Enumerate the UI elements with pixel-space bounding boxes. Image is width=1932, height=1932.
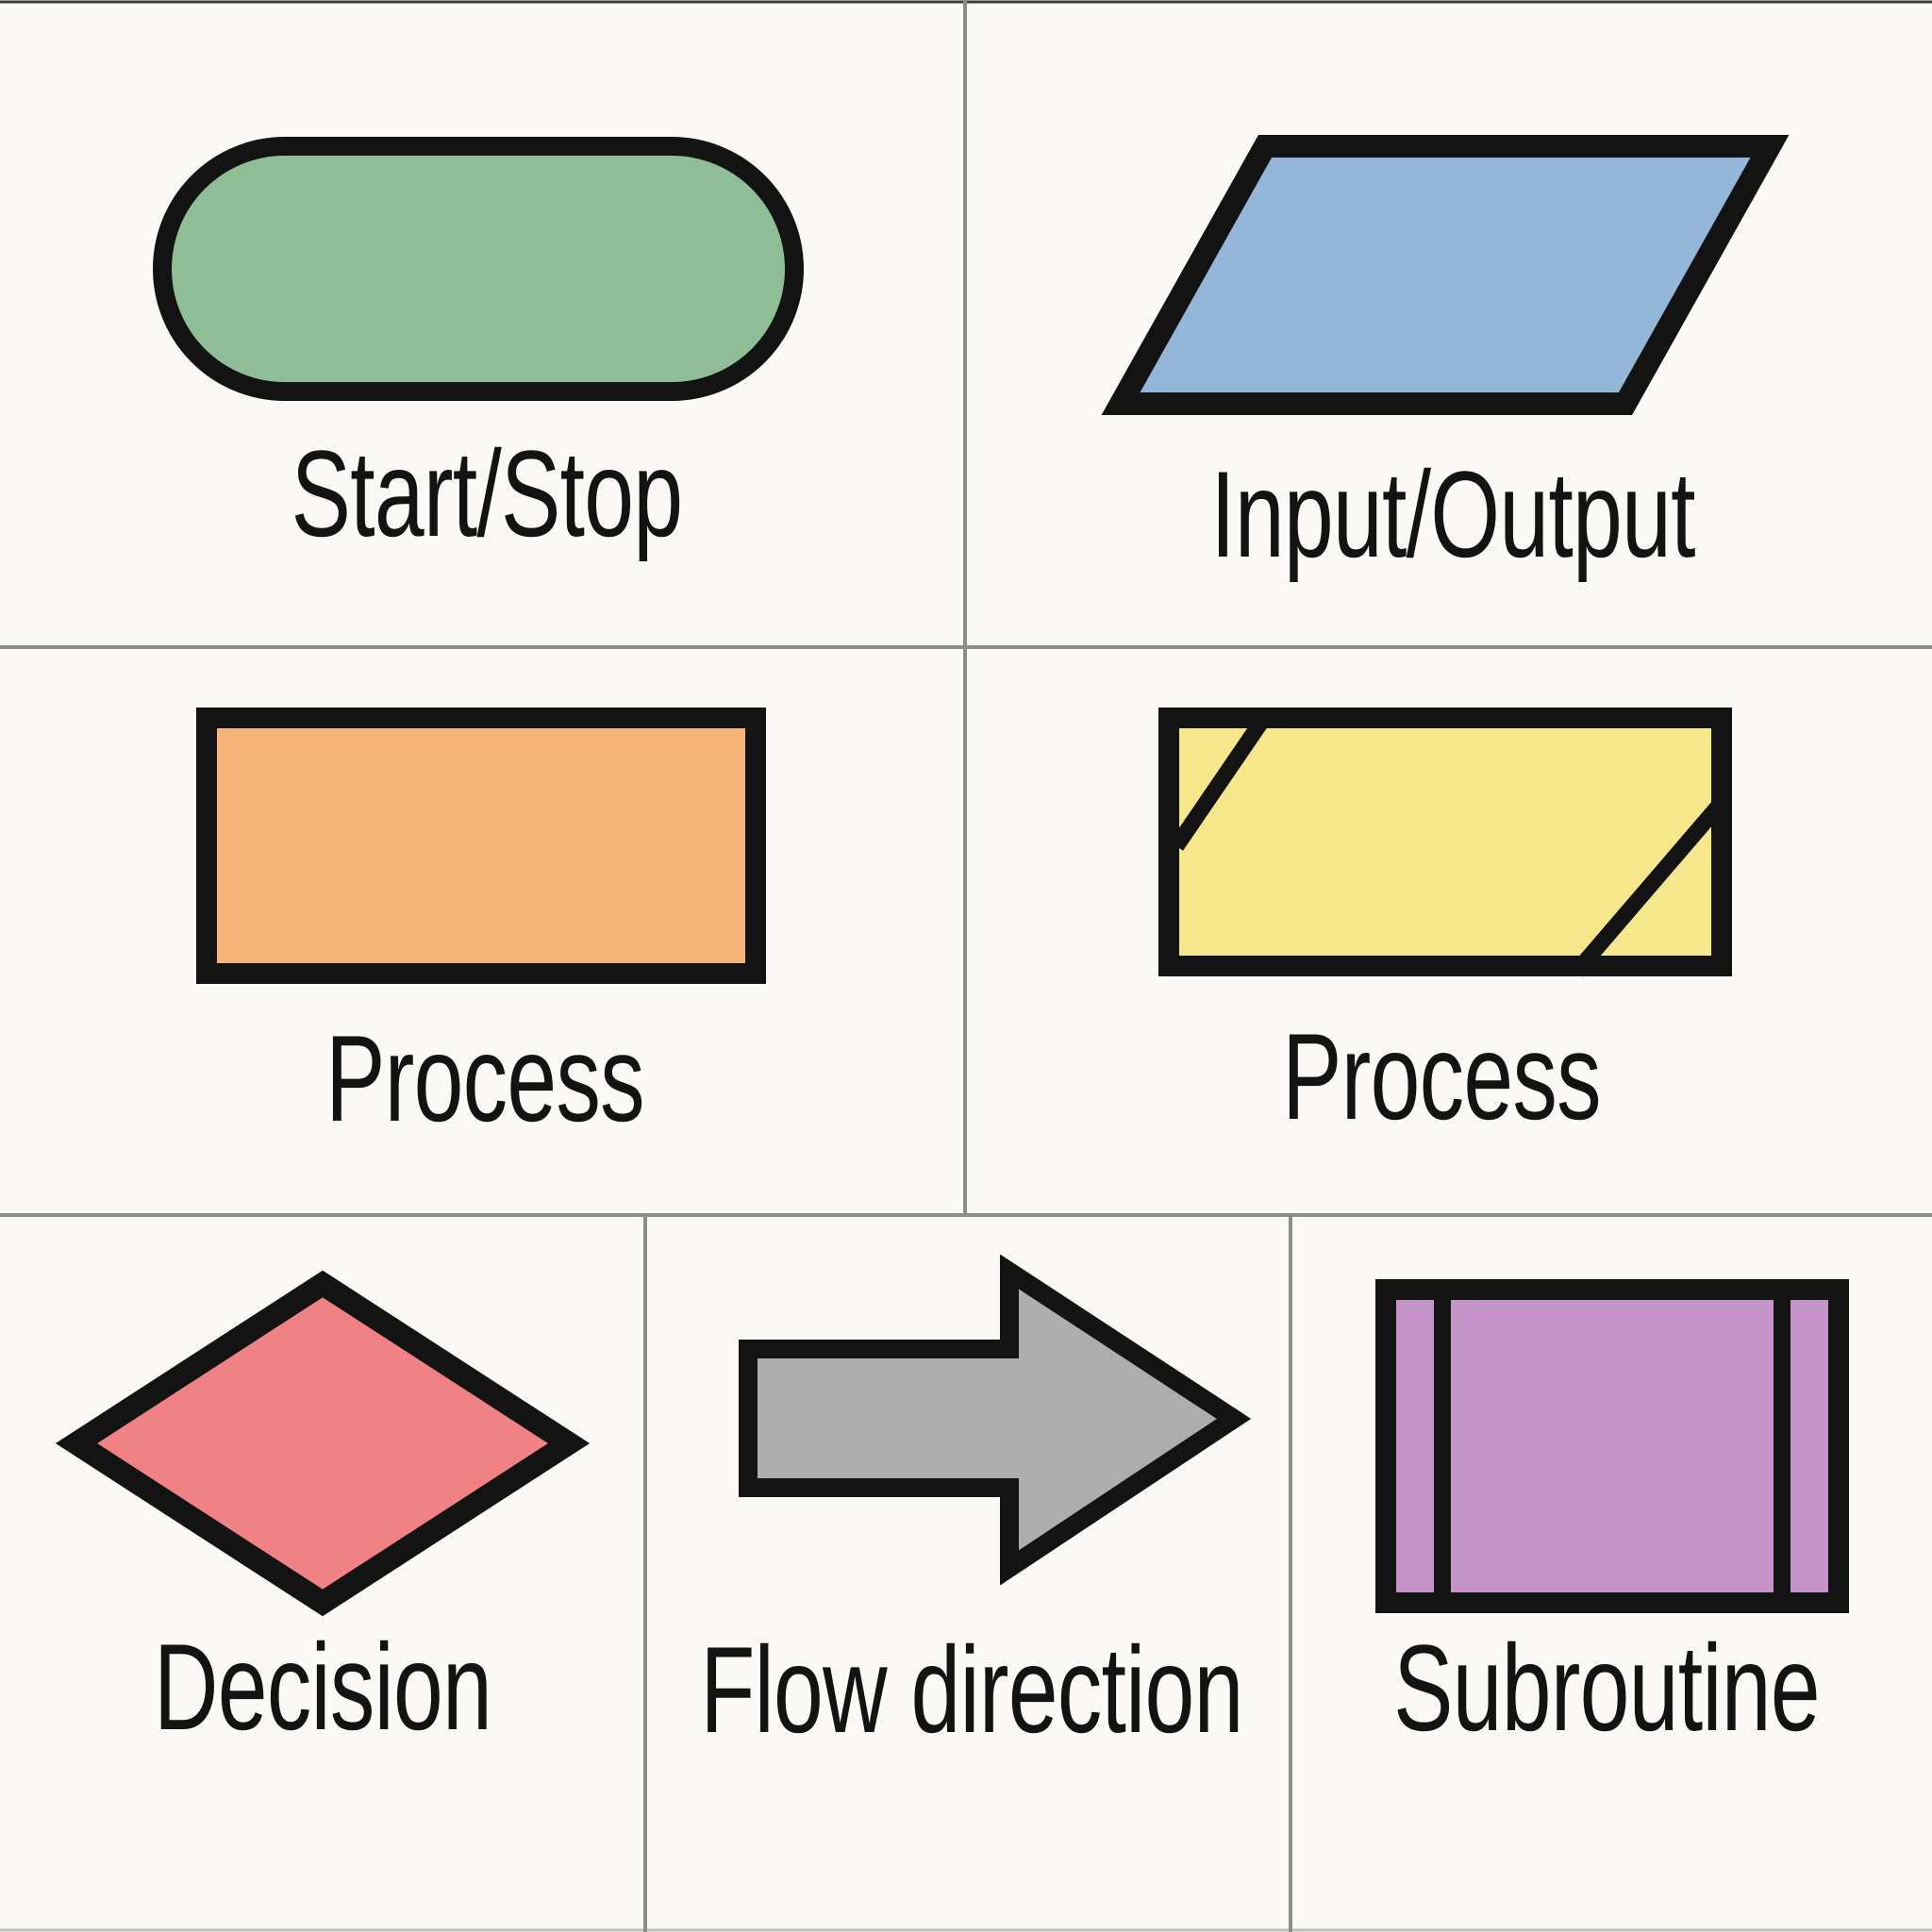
subroutine-shape — [1375, 1279, 1849, 1613]
process-label: Process — [325, 1009, 644, 1147]
process-card-label: Process — [1282, 1008, 1601, 1145]
process-card-shape — [1158, 708, 1732, 977]
flow-direction-label: Flow direction — [700, 1621, 1243, 1758]
process-card-rectangle — [1158, 708, 1732, 976]
start-stop-stadium-shape — [153, 137, 804, 401]
subroutine-label: Subroutine — [1393, 1619, 1820, 1757]
process-card-top-left-diagonal — [1169, 710, 1274, 851]
decision-label: Decision — [153, 1618, 492, 1756]
process-card-bottom-right-diagonal — [1570, 800, 1725, 977]
input-output-parallelogram-shape — [1101, 135, 1790, 415]
start-stop-label: Start/Stop — [291, 425, 683, 562]
decision-diamond-shape — [55, 1270, 591, 1617]
input-output-label: Input/Output — [1210, 445, 1695, 583]
subroutine-rectangle — [1375, 1279, 1849, 1613]
process-rectangle-shape — [196, 708, 766, 984]
flow-direction-arrow-shape — [739, 1254, 1252, 1586]
